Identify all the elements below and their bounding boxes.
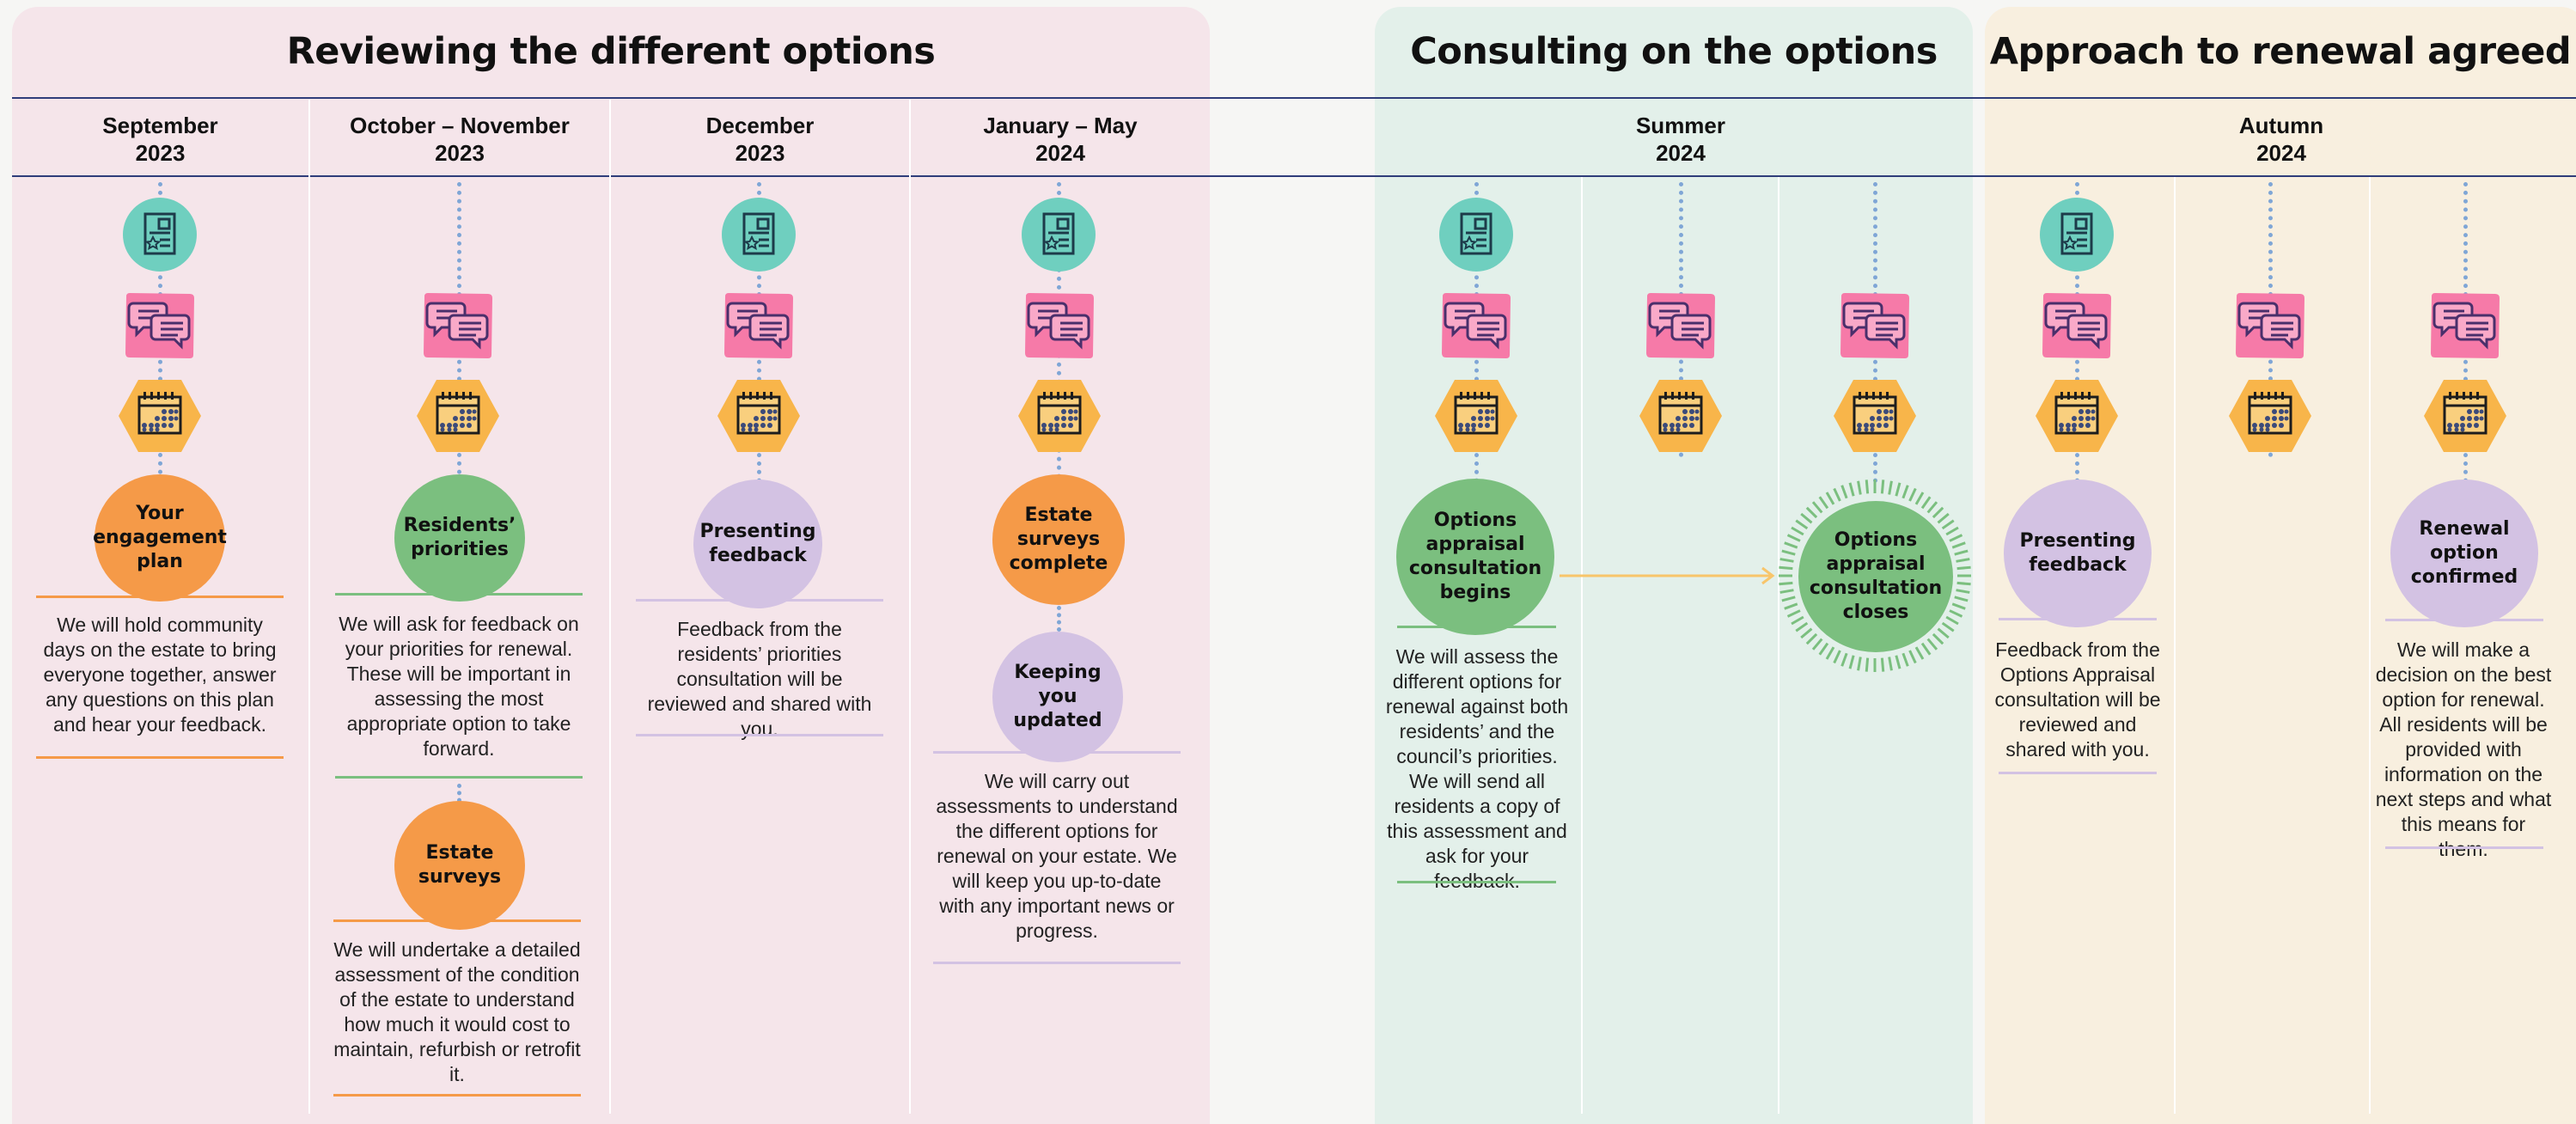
milestone-keeping-you-updated: Keeping you updated <box>992 632 1123 762</box>
calendar-icon <box>2228 378 2312 454</box>
chat-bubbles-icon <box>722 291 796 360</box>
calendar-icon <box>717 378 801 454</box>
chat-bubbles-icon <box>2428 291 2502 360</box>
column-divider <box>1778 177 1779 1114</box>
divider-rule <box>36 596 284 598</box>
document-star-icon <box>1438 197 1514 272</box>
milestone-description: We will carry out assessments to underst… <box>936 770 1178 942</box>
header-bottom-rule <box>12 175 2576 177</box>
chat-bubbles-icon <box>1439 291 1513 360</box>
milestone-renewal-option-confirmed: Renewal option confirmed <box>2390 480 2538 627</box>
milestone-consultation-begins: Options appraisal consultation begins <box>1396 479 1554 635</box>
milestone-engagement-plan: Your engagement plan <box>93 474 227 602</box>
milestone-description: We will assess the different options for… <box>1385 645 1569 892</box>
chat-bubbles-icon <box>1644 291 1718 360</box>
document-star-icon <box>2039 197 2115 272</box>
milestone-description: We will hold community days on the estat… <box>43 614 277 736</box>
divider-rule <box>335 593 583 596</box>
milestone-description: We will ask for feedback on your priorit… <box>339 613 579 760</box>
chat-bubbles-icon <box>1022 291 1096 360</box>
arrow-right-icon <box>1560 565 1779 586</box>
column-divider <box>1581 177 1583 1114</box>
document-star-icon <box>1021 197 1096 272</box>
divider-rule <box>335 776 583 779</box>
divider-rule <box>36 756 284 759</box>
chat-bubbles-icon <box>2233 291 2307 360</box>
sunburst-icon <box>1777 478 1973 674</box>
chat-bubbles-icon <box>2040 291 2114 360</box>
document-star-icon <box>721 197 797 272</box>
title-approach: Approach to renewal agreed <box>1989 30 2572 73</box>
title-reviewing: Reviewing the different options <box>286 30 936 73</box>
divider-rule <box>2385 619 2543 621</box>
milestone-residents-priorities: Residents’ priorities <box>394 474 525 602</box>
calendar-icon <box>416 378 500 454</box>
milestone-consultation-closes: Options appraisal consultation closes <box>1798 501 1953 652</box>
column-divider <box>2369 177 2371 1114</box>
milestone-estate-surveys: Estate surveys <box>394 801 525 930</box>
header-top-rule <box>12 97 2576 99</box>
divider-rule <box>933 962 1181 964</box>
column-divider <box>909 100 911 1114</box>
chat-bubbles-icon <box>421 291 495 360</box>
timeline-connector <box>1057 606 1061 632</box>
milestone-description: We will undertake a detailed assessment … <box>333 938 581 1085</box>
calendar-icon <box>2423 378 2507 454</box>
milestone-presenting-feedback: Presenting feedback <box>693 480 822 608</box>
calendar-icon <box>1017 378 1102 454</box>
divider-rule <box>1999 618 2157 620</box>
column-divider <box>308 100 310 1114</box>
divider-rule <box>1999 772 2157 774</box>
divider-rule <box>333 1094 581 1097</box>
divider-rule <box>2385 846 2543 849</box>
divider-rule <box>1397 881 1556 883</box>
milestone-description: Feedback from the residents’ priorities … <box>647 618 872 740</box>
timeline-connector <box>457 784 461 809</box>
milestone-presenting-feedback-2: Presenting feedback <box>2004 480 2152 627</box>
divider-rule <box>933 751 1181 754</box>
column-divider <box>609 100 611 1114</box>
milestone-description: Feedback from the Options Appraisal cons… <box>1994 638 2161 761</box>
divider-rule <box>636 599 883 602</box>
chat-bubbles-icon <box>123 291 197 360</box>
divider-rule <box>1397 626 1556 628</box>
calendar-icon <box>1434 378 1518 454</box>
milestone-description: We will make a decision on the best opti… <box>2375 638 2552 860</box>
calendar-icon <box>2035 378 2119 454</box>
calendar-icon <box>1639 378 1723 454</box>
column-divider <box>2174 177 2176 1114</box>
milestone-estate-surveys-complete: Estate surveys complete <box>992 474 1125 605</box>
chat-bubbles-icon <box>1838 291 1912 360</box>
calendar-icon <box>1833 378 1917 454</box>
title-consulting: Consulting on the options <box>1410 30 1938 73</box>
divider-rule <box>333 919 581 922</box>
document-star-icon <box>122 197 198 272</box>
divider-rule <box>636 734 883 736</box>
calendar-icon <box>118 378 202 454</box>
